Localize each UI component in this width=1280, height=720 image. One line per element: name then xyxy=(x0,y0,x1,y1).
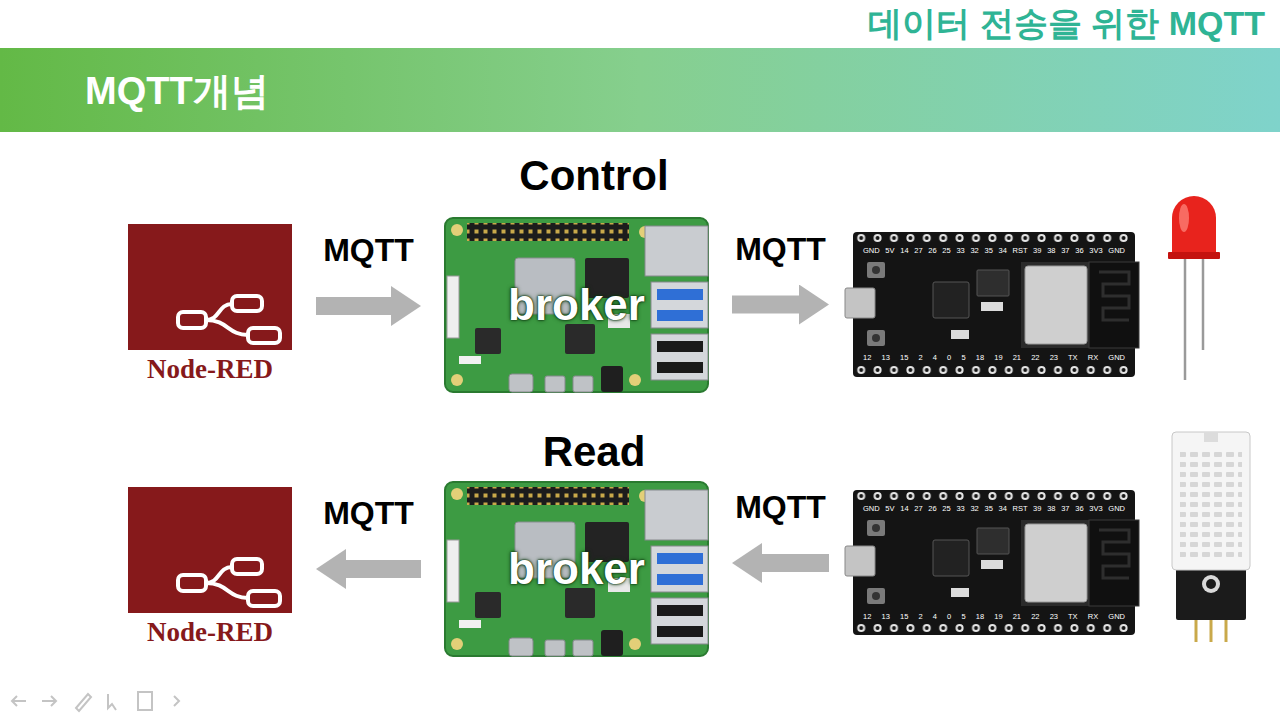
slide-nav-icons xyxy=(174,696,179,706)
pin-labels: 12 13 15 2 4 0 5 18 19 21 22 23 TX RX GN… xyxy=(863,354,1125,362)
slide-nav-icons xyxy=(138,692,152,710)
node-red-box: Node-RED xyxy=(128,487,292,651)
pin-labels: GND 5V 14 27 26 25 33 32 35 34 RST 39 38… xyxy=(863,247,1125,255)
dht22-sensor xyxy=(1206,579,1216,589)
title-band xyxy=(0,48,1280,132)
broker-board: broker xyxy=(445,218,708,392)
esp32-board-art xyxy=(845,490,1139,635)
esp32-board: GND 5V 14 27 26 25 33 32 35 34 RST 39 38… xyxy=(853,232,1135,377)
led xyxy=(1202,258,1205,350)
dht22-sensor xyxy=(1172,432,1250,642)
slide-nav-icons xyxy=(12,696,26,706)
dht22-sensor xyxy=(1195,618,1198,642)
node-red-logo xyxy=(128,224,292,350)
section-header: 데이터 전송을 위한 MQTT xyxy=(868,4,1265,43)
pin-labels: GND 5V 14 27 26 25 33 32 35 34 RST 39 38… xyxy=(863,505,1125,513)
dht22-sensor xyxy=(1180,450,1242,558)
esp32-board: GND 5V 14 27 26 25 33 32 35 34 RST 39 38… xyxy=(853,490,1135,636)
slide-title: MQTT개념 xyxy=(85,70,269,114)
protocol-label: MQTT xyxy=(319,232,418,269)
esp32-board-art xyxy=(845,232,1139,377)
led xyxy=(1172,196,1216,256)
led xyxy=(1184,258,1187,380)
node-red-logo xyxy=(128,487,292,613)
mqtt-arrow xyxy=(762,554,829,572)
dht22-sensor xyxy=(1210,618,1213,642)
row-heading: Control xyxy=(519,152,668,200)
pin-labels: 12 13 15 2 4 0 5 18 19 21 22 23 TX RX GN… xyxy=(863,613,1125,621)
node-red-label: Node-RED xyxy=(147,356,273,383)
dht22-sensor xyxy=(1202,575,1220,593)
slide-nav-icons xyxy=(12,692,179,711)
broker-label: broker xyxy=(508,281,645,329)
led xyxy=(1168,252,1220,259)
protocol-label: MQTT xyxy=(319,495,418,532)
node-red-label: Node-RED xyxy=(147,619,273,646)
raspberry-pi-board xyxy=(445,482,708,656)
row-heading: Read xyxy=(543,428,646,476)
protocol-label: MQTT xyxy=(731,230,830,267)
led xyxy=(1168,196,1220,380)
mqtt-arrow xyxy=(316,297,391,315)
mqtt-arrow xyxy=(732,296,799,314)
dht22-sensor xyxy=(1204,432,1218,442)
node-red-box: Node-RED xyxy=(128,224,292,388)
dht22-sensor xyxy=(1172,432,1250,570)
raspberry-pi-board xyxy=(445,218,708,392)
led xyxy=(1179,204,1189,232)
protocol-label: MQTT xyxy=(731,489,830,526)
mqtt-arrow xyxy=(346,560,421,578)
dht22-sensor xyxy=(1225,618,1228,642)
slide-nav-icons xyxy=(108,694,116,710)
broker-board: broker xyxy=(445,482,708,656)
slide-nav-icons xyxy=(42,696,56,706)
slide-nav-icons xyxy=(76,694,91,711)
broker-label: broker xyxy=(508,545,645,593)
